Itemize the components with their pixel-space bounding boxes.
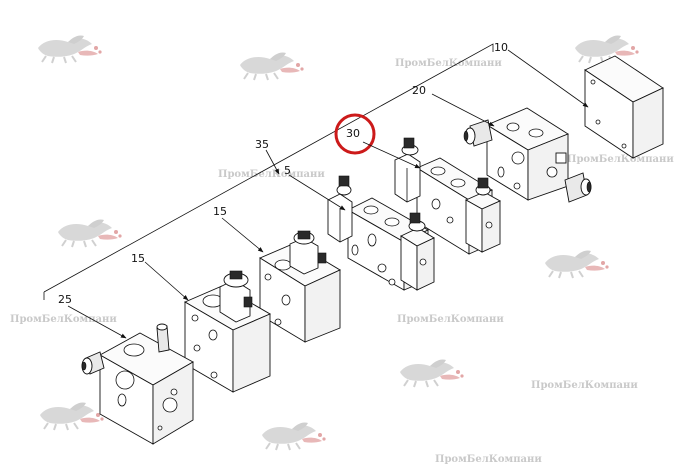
callout-5: 5 [284,164,291,177]
watermark-text: ПромБелКомпани [218,169,325,180]
watermark-text: ПромБелКомпани [395,58,502,69]
callout-30: 30 [346,127,360,140]
horse-logo-watermark [239,51,305,81]
watermark-text: ПромБелКомпани [10,314,117,325]
watermark-text: ПромБелКомпани [397,314,504,325]
horse-logo-watermark [399,358,465,388]
callout-35: 35 [255,138,269,151]
horse-logo-watermark [37,34,103,64]
highlight-ring-30 [334,113,376,155]
callout-10: 10 [494,41,508,54]
horse-logo-watermark [57,218,123,248]
part-15-valve-block-upper [259,230,341,343]
horse-logo-watermark [574,34,640,64]
callout-20: 20 [412,84,426,97]
bracket-35 [43,43,494,300]
part-15-valve-block-lower [184,270,271,393]
watermark-layer: ПромБелКомпани ПромБелКомпани ПромБелКом… [10,34,674,465]
horse-logo-watermark [544,249,610,279]
part-5-valve-section [327,175,435,291]
watermark-text: ПромБелКомпани [567,154,674,165]
watermark-text: ПромБелКомпани [531,380,638,391]
horse-logo-watermark [39,401,105,431]
callout-25: 25 [58,293,72,306]
part-30-valve-section [394,137,502,255]
part-10-end-plate [584,55,664,159]
callout-15-lower: 15 [131,252,145,265]
part-25-inlet-block [81,323,194,445]
part-20-valve-section [463,107,592,203]
watermark-text: ПромБелКомпани [435,454,542,465]
callout-15-upper: 15 [213,205,227,218]
horse-logo-watermark [261,421,327,451]
callout-labels: 10 20 30 35 5 15 15 25 [58,41,508,306]
